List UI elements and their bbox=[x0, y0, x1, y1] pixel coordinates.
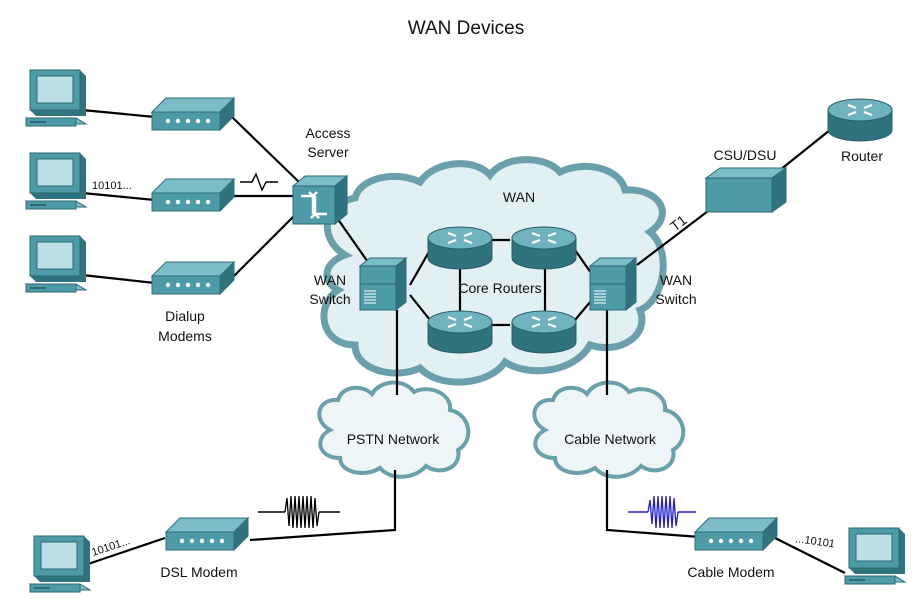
wan-switch-icon bbox=[589, 257, 637, 311]
dialup-label-line1: Dialup bbox=[165, 308, 205, 324]
computer-icon bbox=[25, 152, 87, 210]
pstn-network-label: PSTN Network bbox=[347, 431, 441, 447]
router-label: Router bbox=[841, 148, 883, 164]
access-server-label-line1: Access bbox=[305, 125, 350, 141]
core-routers-label: Core Routers bbox=[458, 280, 541, 296]
modem-icon bbox=[151, 261, 235, 295]
cable-signal-icon bbox=[628, 495, 696, 529]
cable-network-label: Cable Network bbox=[564, 431, 657, 447]
computer-icon bbox=[29, 535, 91, 593]
router-icon bbox=[426, 225, 494, 271]
csu-dsu-icon bbox=[704, 167, 788, 213]
wan-cloud-label: WAN bbox=[503, 189, 535, 205]
csu-dsu-label: CSU/DSU bbox=[713, 147, 776, 163]
router-icon bbox=[426, 309, 494, 355]
analog-signal-icon bbox=[240, 172, 278, 192]
dialup-bits-label: 10101... bbox=[92, 180, 132, 192]
modem-icon bbox=[694, 517, 778, 551]
cable-bits-label: ...10101 bbox=[795, 533, 836, 550]
router-icon bbox=[510, 225, 578, 271]
access-server-icon bbox=[291, 174, 349, 226]
router-icon bbox=[826, 97, 894, 143]
dsl-modem-label: DSL Modem bbox=[160, 564, 237, 580]
dialup-label-line2: Modems bbox=[158, 328, 212, 344]
wan-switch-right-label-line1: WAN bbox=[660, 272, 692, 288]
modem-icon bbox=[165, 517, 249, 551]
wan-switch-left-label-line2: Switch bbox=[309, 291, 350, 307]
wan-cloud bbox=[320, 156, 667, 386]
router-icon bbox=[510, 309, 578, 355]
computer-icon bbox=[25, 69, 87, 127]
cable-modem-label: Cable Modem bbox=[687, 564, 774, 580]
computer-icon bbox=[844, 527, 906, 585]
computer-icon bbox=[25, 235, 87, 293]
access-server-label-line2: Server bbox=[307, 144, 349, 160]
cable-cloud bbox=[532, 380, 686, 479]
wan-switch-left-label-line1: WAN bbox=[314, 272, 346, 288]
modem-icon bbox=[151, 178, 235, 212]
wan-switch-right-label-line2: Switch bbox=[655, 291, 696, 307]
wan-switch-icon bbox=[359, 257, 407, 311]
diagram-title: WAN Devices bbox=[408, 18, 524, 39]
dsl-signal-icon bbox=[258, 495, 340, 529]
modem-icon bbox=[151, 97, 235, 131]
pstn-cloud bbox=[317, 380, 471, 479]
t1-label: T1 bbox=[667, 212, 690, 235]
